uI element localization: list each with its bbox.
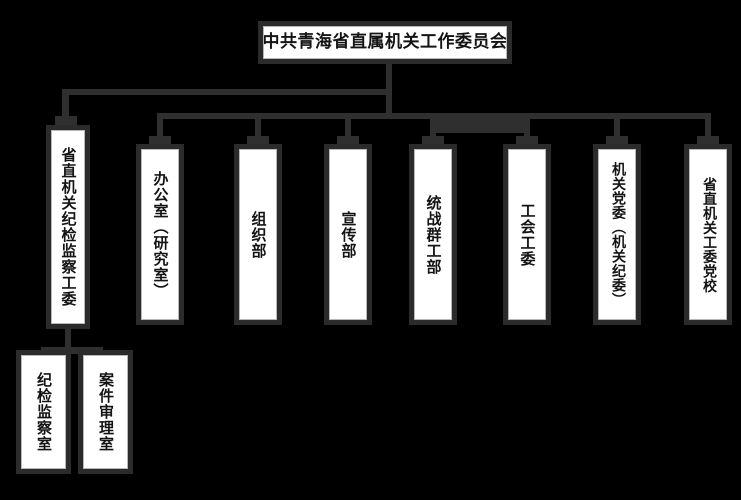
node-department-party-committee[interactable]: 机关党委（机关纪委） <box>593 144 641 325</box>
node-suboffice-inspection[interactable]: 纪检监察室 <box>16 350 71 474</box>
node-department-trade-union[interactable]: 工会工委 <box>503 144 551 325</box>
node-department-united-front[interactable]: 统战群工部 <box>409 144 457 325</box>
node-department-united-front-label: 统战群工部 <box>424 194 443 275</box>
node-department-party-committee-label: 机关党委（机关纪委） <box>609 162 626 307</box>
connector-root-drop <box>386 89 392 119</box>
node-department-propaganda-face: 宣传部 <box>329 149 367 320</box>
connector-branch-drop <box>65 328 71 350</box>
connector-cap-dept-1 <box>149 136 171 146</box>
connector-bus-thick-segment <box>430 113 530 133</box>
connector-stem-dept-6 <box>614 113 620 145</box>
node-department-party-committee-face: 机关党委（机关纪委） <box>598 149 636 320</box>
connector-branch-stem <box>62 89 69 125</box>
connector-cap-dept-4 <box>422 136 444 146</box>
connector-stem-dept-1 <box>157 113 163 145</box>
node-department-united-front-face: 统战群工部 <box>414 149 452 320</box>
node-department-propaganda-label: 宣传部 <box>339 210 358 259</box>
connector-stem-dept-7 <box>705 113 711 145</box>
node-department-office-face: 办公室（研究室） <box>141 149 179 320</box>
connector-stem-dept-3 <box>345 113 351 145</box>
node-branch-discipline-face: 省直机关纪检监察工委 <box>51 130 85 324</box>
connector-stem-dept-2 <box>255 113 261 145</box>
node-suboffice-inspection-label: 纪检监察室 <box>35 372 54 452</box>
connector-cap-dept-7 <box>697 136 719 146</box>
node-department-party-school[interactable]: 省直机关工委党校 <box>684 144 732 325</box>
connector-stem-dept-5 <box>524 113 530 145</box>
connector-root-stem <box>386 63 392 92</box>
node-root-face: 中共青海省直属机关工作委员会 <box>263 26 507 59</box>
node-department-organization-label: 组织部 <box>249 210 268 259</box>
node-department-organization[interactable]: 组织部 <box>234 144 282 325</box>
node-department-party-school-face: 省直机关工委党校 <box>689 149 727 320</box>
connector-cap-dept-6 <box>606 136 628 146</box>
connector-cap-dept-2 <box>247 136 269 146</box>
node-department-propaganda[interactable]: 宣传部 <box>324 144 372 325</box>
node-department-party-school-label: 省直机关工委党校 <box>700 176 717 293</box>
connector-cap-dept-3 <box>337 136 359 146</box>
connector-upper-horizontal <box>64 89 390 95</box>
node-department-trade-union-label: 工会工委 <box>518 202 537 267</box>
node-department-office-label: 办公室（研究室） <box>151 170 170 299</box>
node-suboffice-case-review-label: 案件审理室 <box>97 372 116 452</box>
node-suboffice-inspection-face: 纪检监察室 <box>21 355 66 469</box>
node-department-organization-face: 组织部 <box>239 149 277 320</box>
node-suboffice-case-review[interactable]: 案件审理室 <box>78 350 133 474</box>
node-root-label: 中共青海省直属机关工作委员会 <box>263 32 507 52</box>
connector-stem-dept-4 <box>430 113 436 145</box>
connector-cap-dept-5 <box>516 136 538 146</box>
node-branch-discipline-label: 省直机关纪检监察工委 <box>59 147 78 307</box>
connector-suboffice-bus <box>41 347 103 354</box>
node-branch-discipline[interactable]: 省直机关纪检监察工委 <box>46 125 90 329</box>
node-suboffice-case-review-face: 案件审理室 <box>83 355 128 469</box>
node-department-office[interactable]: 办公室（研究室） <box>136 144 184 325</box>
node-department-trade-union-face: 工会工委 <box>508 149 546 320</box>
node-root[interactable]: 中共青海省直属机关工作委员会 <box>258 21 512 64</box>
